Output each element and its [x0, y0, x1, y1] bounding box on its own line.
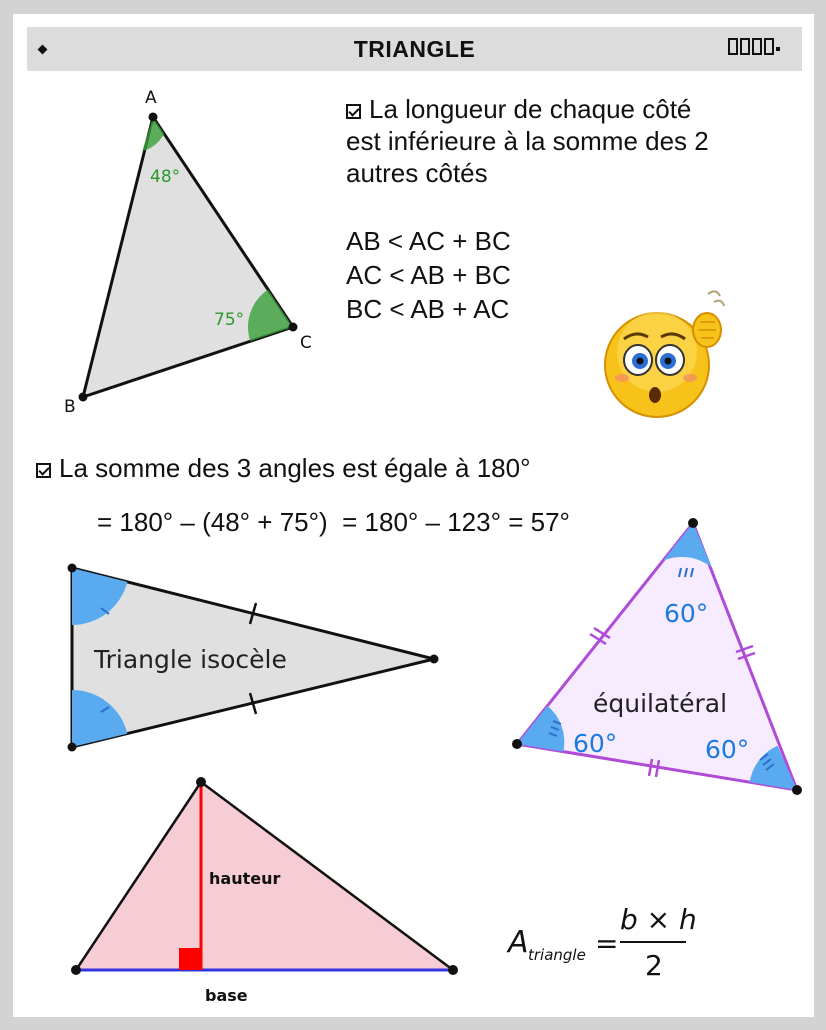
checkbox-icon — [346, 104, 361, 119]
formula-bc: BC < AB + AC — [346, 294, 510, 324]
inequality-line-2: est inférieure à la somme des 2 — [346, 126, 709, 156]
isosceles-angle-top — [72, 568, 128, 625]
formula-ab: AB < AC + BC — [346, 226, 511, 256]
formula-equals: = — [595, 927, 618, 960]
equilateral-angle-left — [517, 705, 565, 752]
triangle-abc: A C B 48° 75° — [64, 88, 312, 417]
equilateral-angle-top — [662, 523, 712, 568]
isosceles-label: Triangle isocèle — [93, 645, 287, 674]
isosceles-angle-bottom — [72, 690, 128, 747]
equilateral-angle-right — [749, 745, 797, 790]
angle-c-label: 75° — [214, 310, 244, 330]
equilateral-angle-top-label: 60° — [664, 599, 708, 628]
area-formula: A triangle = b × h 2 — [506, 903, 697, 982]
equilateral-angle-right-label: 60° — [705, 735, 749, 764]
inequality-line-3: autres côtés — [346, 158, 488, 188]
angle-a-label: 48° — [150, 167, 180, 187]
angle-sum-statement: La somme des 3 angles est égale à 180° — [36, 452, 530, 484]
inequality-line-1: La longueur de chaque côté — [346, 93, 709, 125]
equilateral-triangle: 60° 60° 60° équilatéral — [512, 518, 802, 795]
formula-denominator: 2 — [645, 949, 663, 982]
right-angle-marker — [179, 948, 201, 970]
vertex-b-label: B — [64, 397, 76, 417]
checkbox-icon — [36, 463, 51, 478]
angle-a-arc — [142, 117, 165, 152]
title-bar: TRIANGLE — [27, 27, 802, 71]
formula-subscript: triangle — [528, 946, 586, 964]
thinking-emoji-icon — [604, 290, 725, 418]
formula-numerator: b × h — [620, 903, 697, 936]
height-label: hauteur — [209, 869, 280, 888]
isosceles-triangle: Triangle isocèle — [67, 563, 439, 752]
placeholder-boxes-icon — [728, 38, 780, 55]
vertex-a-point — [148, 112, 158, 122]
triangle-abc-shape — [80, 113, 296, 400]
vertex-c-point — [288, 322, 298, 332]
base-label: base — [205, 986, 248, 1005]
angle-sum-calculation: = 180° – (48° + 75°) = 180° – 123° = 57° — [97, 507, 570, 537]
formula-ac: AC < AB + BC — [346, 260, 511, 290]
vertex-b-point — [78, 392, 88, 402]
equilateral-label: équilatéral — [593, 689, 727, 718]
vertex-c-label: C — [300, 333, 312, 353]
inequality-text: La longueur de chaque côté est inférieur… — [346, 93, 709, 189]
inequality-formulas: AB < AC + BC AC < AB + BC BC < AB + AC — [346, 224, 511, 326]
page-title: TRIANGLE — [353, 36, 476, 62]
area-triangle: hauteur base — [71, 777, 458, 1005]
formula-lhs: A — [506, 925, 529, 960]
angle-c-arc — [248, 289, 293, 342]
equilateral-angle-left-label: 60° — [573, 729, 617, 758]
vertex-a-label: A — [145, 88, 157, 108]
